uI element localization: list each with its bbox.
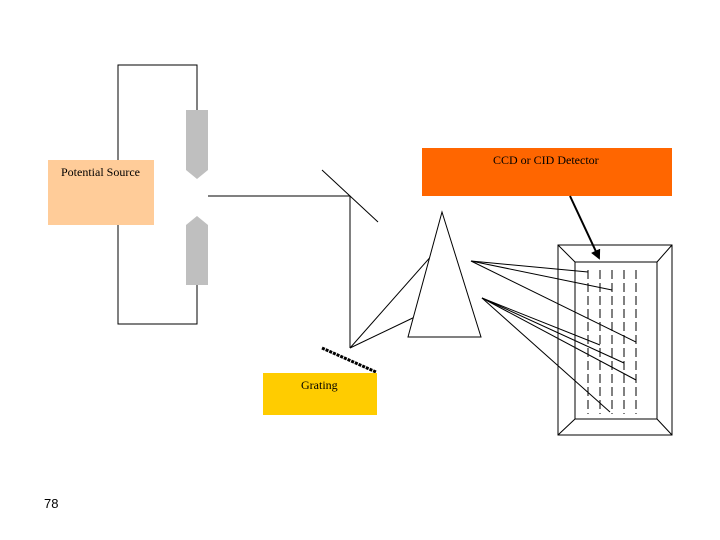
detector-bevel-bl [557,418,576,436]
ray-lower-4 [481,297,611,413]
ray-lower-2 [481,297,625,364]
detector-label: CCD or CID Detector [493,153,599,167]
potential-source-label: Potential Source [61,165,140,179]
prism [407,210,482,338]
ray-upper-2 [470,260,613,291]
ray-lower-1 [481,297,601,346]
page-number: 78 [44,496,59,511]
dispersed-rays [470,260,637,413]
upper-electrode [186,110,208,179]
grating-surface [321,346,377,374]
detector-bevel-br [656,418,673,436]
lower-electrode [186,216,208,285]
ray-upper-3 [470,260,637,343]
potential-source-box [48,160,154,225]
grating-label: Grating [301,378,338,392]
ray-grating-to-prism-2 [349,314,420,349]
detector-bevel-tl [557,244,576,263]
detector-arrow [569,195,601,260]
detector-box [422,148,672,196]
detector-bevel-tr [656,244,673,263]
mirror [321,169,379,223]
ray-lower-3 [481,297,637,381]
grating-box [263,373,377,415]
ray-upper-1 [470,260,589,273]
light-path-to-mirror [208,195,351,348]
detector-inner [574,261,658,420]
ray-grating-to-prism-1 [349,244,442,349]
